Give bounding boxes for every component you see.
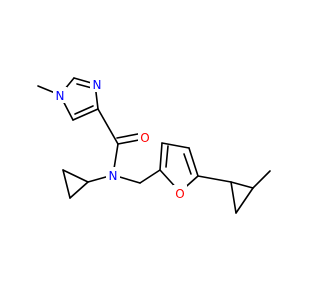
bond-furan-c4-c5: [188, 147, 199, 177]
atom-label-n-amide: N: [109, 169, 118, 183]
bond-cp2-methyl: [252, 170, 271, 189]
atom-o-furan: O: [173, 185, 187, 201]
bond-cp1-b: [62, 169, 71, 199]
molecule-structure-diagram: N N O N O: [37, 76, 271, 214]
atom-o-carbonyl: O: [138, 129, 152, 145]
atom-label-o-furan: O: [175, 187, 184, 201]
atom-label-n1: N: [56, 89, 65, 103]
bond-furan-c4-c5-double: [183, 153, 192, 175]
atom-label-layer: N N O N O: [53, 76, 187, 201]
bond-c4-c5-double: [74, 105, 94, 115]
atom-n-amide: N: [106, 167, 120, 183]
bond-cp1-c: [69, 181, 89, 199]
bond-c4-c5: [72, 108, 99, 121]
bond-c4-carbonyl: [97, 108, 119, 145]
bond-furan-c2-c3-double: [165, 145, 169, 168]
bond-cp2-b: [235, 187, 254, 214]
bond-furan-c2-c3: [159, 142, 163, 171]
bond-c2-n3-double: [76, 83, 93, 89]
bond-furan-cyclopropyl: [197, 175, 232, 183]
bond-cp2-c: [230, 181, 254, 189]
bond-layer: [37, 77, 271, 214]
atom-n-imidazole-methyl: N: [53, 87, 67, 103]
bond-cp1-a: [62, 169, 89, 183]
bond-furan-c3-c4: [161, 142, 190, 149]
bond-cp2-a: [230, 181, 237, 214]
atom-n-imidazole-ring: N: [90, 76, 104, 92]
bond-ch2-furan: [139, 169, 161, 184]
atom-label-o-carbonyl: O: [140, 131, 149, 145]
atom-label-n3: N: [93, 78, 102, 92]
